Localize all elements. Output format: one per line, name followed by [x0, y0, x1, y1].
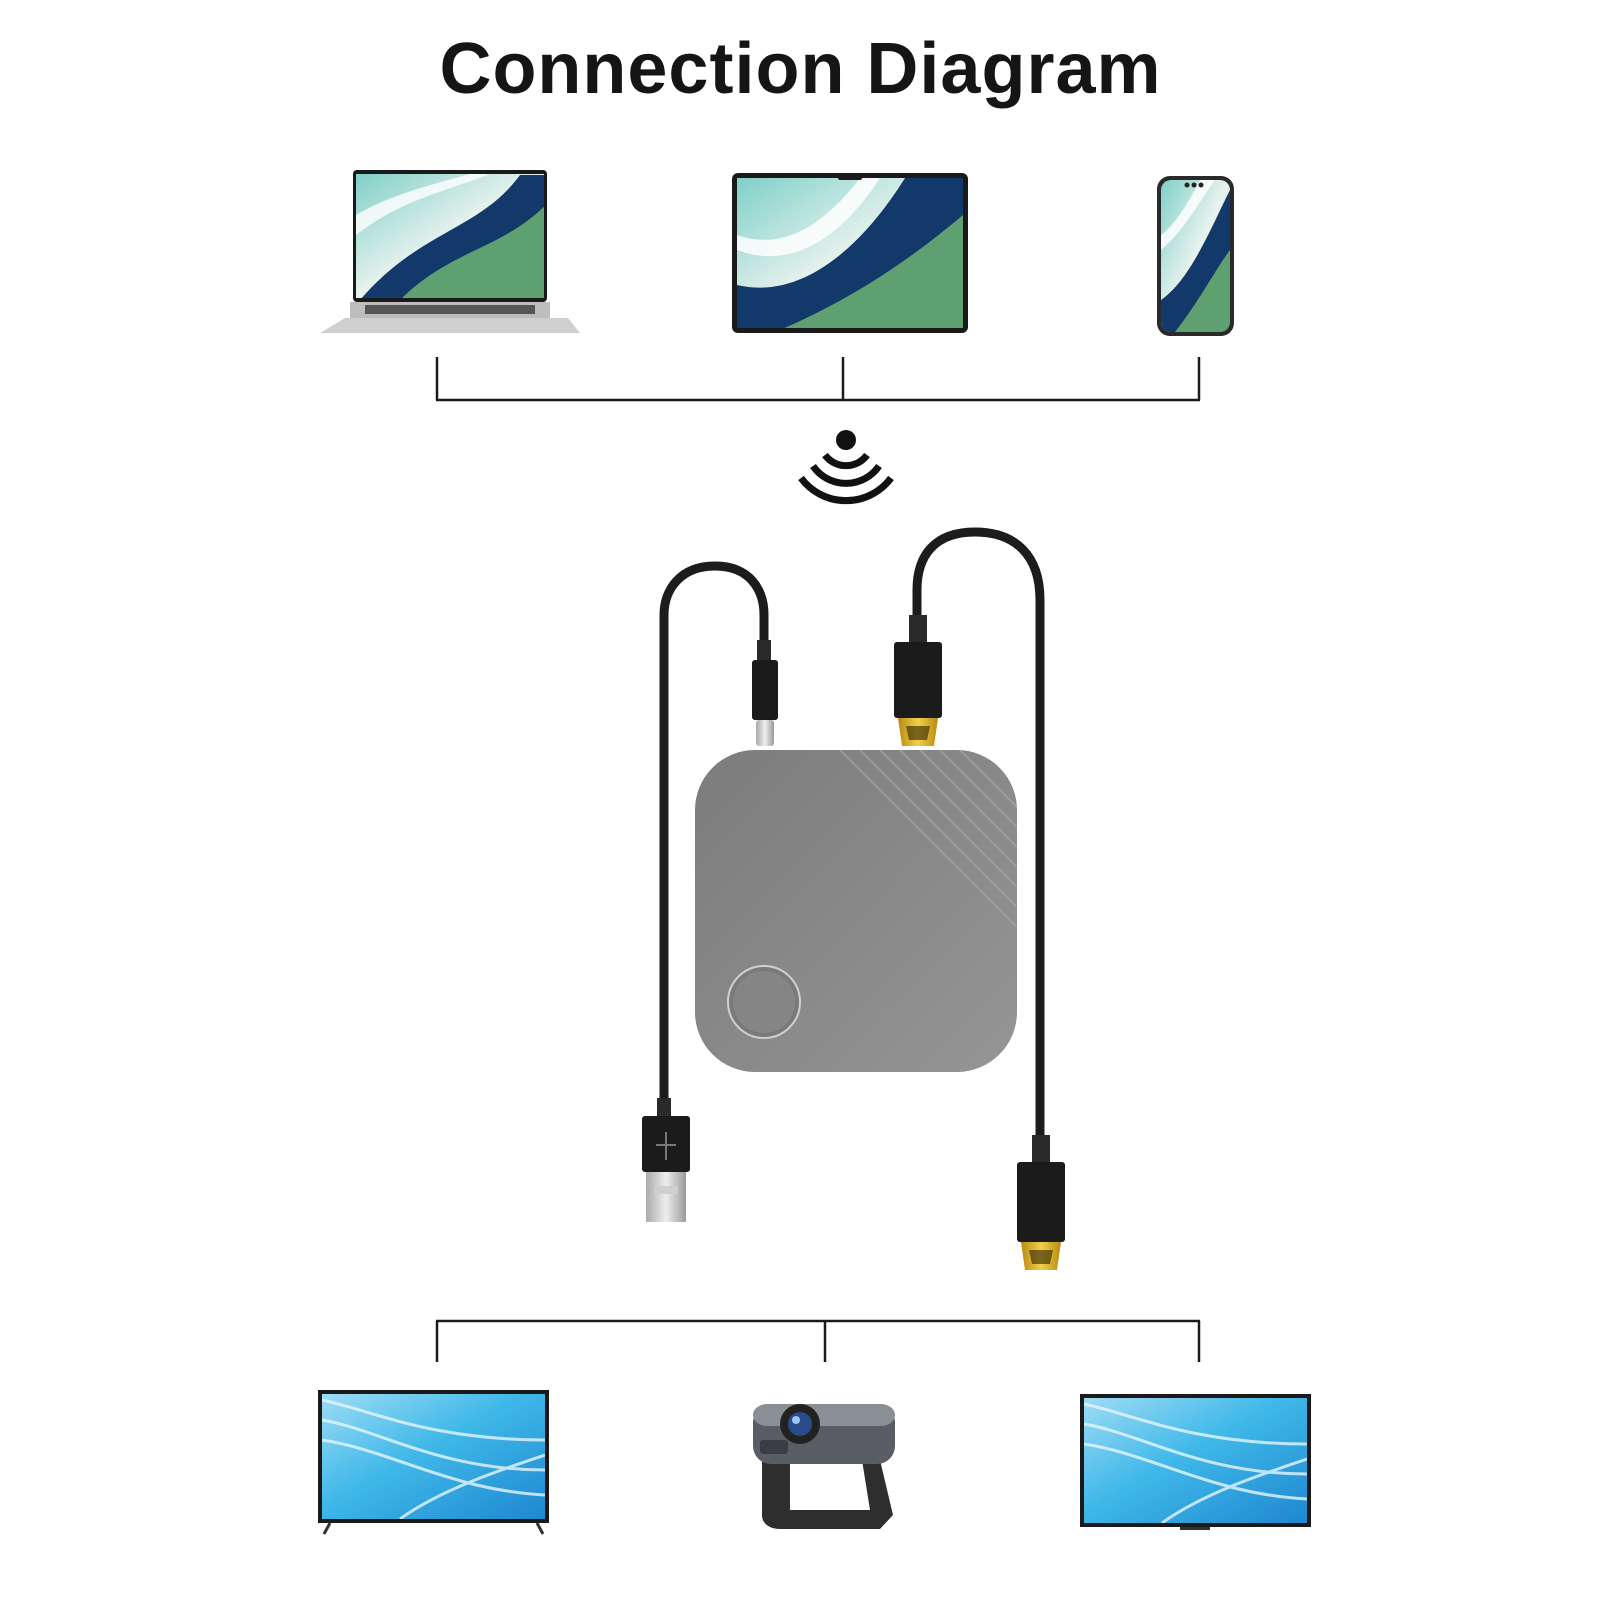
projector-icon	[753, 1404, 895, 1529]
hdmi-connector-top	[894, 615, 942, 746]
display-bracket	[435, 1319, 1201, 1362]
tv-icon	[318, 1390, 549, 1535]
hdmi-connector-bottom	[1017, 1135, 1065, 1270]
usb-c-to-usb-a-cable	[642, 561, 778, 1222]
wireless-display-adapter-icon	[695, 750, 1017, 1072]
usb-a-connector	[642, 1098, 690, 1222]
usb-c-connector	[752, 640, 778, 746]
tablet-icon	[732, 173, 968, 333]
source-bracket	[435, 357, 1201, 402]
wireless-signal-icon	[798, 430, 894, 505]
smartphone-icon	[1157, 176, 1234, 336]
laptop-icon	[320, 170, 580, 333]
hdmi-cable	[894, 527, 1065, 1270]
monitor-icon	[1080, 1394, 1311, 1530]
page-title: Connection Diagram	[439, 29, 1162, 109]
